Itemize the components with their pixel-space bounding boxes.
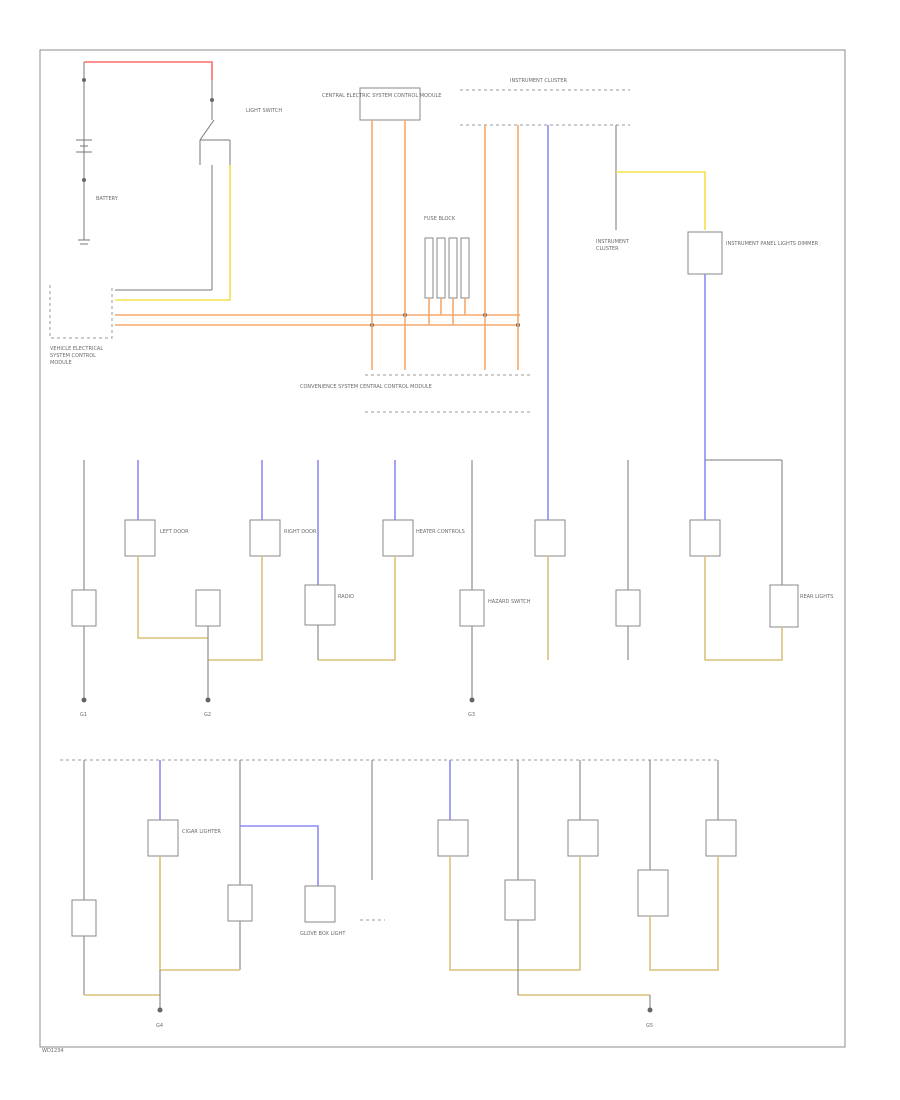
- rear-lights: [769, 584, 799, 628]
- hazard-label: HAZARD SWITCH: [488, 599, 531, 605]
- svg-text:CLUSTER: CLUSTER: [596, 246, 619, 252]
- dimmer-switch: [687, 231, 723, 275]
- svg-text:SYSTEM CONTROL: SYSTEM CONTROL: [50, 353, 96, 359]
- left-door-label: LEFT DOOR: [160, 529, 189, 535]
- light-switch: LIGHT SWITCH: [115, 80, 282, 301]
- cigar-lighter: [147, 819, 179, 857]
- svg-text:MODULE: MODULE: [50, 360, 72, 366]
- ground-g1-label: G1: [80, 712, 87, 718]
- battery-circuit: BATTERY: [76, 61, 213, 245]
- relay-box: [359, 87, 421, 121]
- glove-label: GLOVE BOX LIGHT: [300, 931, 346, 937]
- heater-controls: [382, 519, 414, 557]
- ground-g5: G5: [646, 1007, 653, 1029]
- dimmer-label: INSTRUMENT PANEL LIGHTS DIMMER: [726, 241, 819, 247]
- radio-unit: [304, 584, 336, 626]
- rear-lights-label: REAR LIGHTS: [800, 594, 833, 600]
- left-door-switch: [124, 519, 156, 557]
- right-door-switch: [249, 519, 281, 557]
- cluster-lamp: [534, 519, 566, 557]
- ground-g4-label: G4: [156, 1023, 163, 1029]
- dimmer-lamp: [689, 519, 721, 557]
- front-module-label: CONVENIENCE SYSTEM CENTRAL CONTROL MODUL…: [300, 384, 432, 390]
- cigar-label: CIGAR LIGHTER: [182, 829, 221, 835]
- svg-text:INSTRUMENT: INSTRUMENT: [596, 239, 630, 245]
- wire-red: [84, 61, 213, 80]
- glove-box-light: [304, 885, 336, 923]
- fuse-block: FUSE BLOCK: [424, 216, 470, 325]
- ground-g3: G3: [468, 697, 475, 718]
- ground-g4: G4: [156, 1007, 163, 1029]
- relay-box-label: CENTRAL ELECTRIC SYSTEM CONTROL MODULE: [322, 93, 441, 99]
- instrument-cluster-label: INSTRUMENT CLUSTER: [510, 78, 568, 84]
- ground-g2-label: G2: [204, 712, 211, 718]
- ground-g2: G2: [204, 697, 211, 718]
- ground-g3-label: G3: [468, 712, 475, 718]
- ground-g5-label: G5: [646, 1023, 653, 1029]
- svg-text:VEHICLE ELECTRICAL: VEHICLE ELECTRICAL: [50, 346, 103, 352]
- right-door-label: RIGHT DOOR: [284, 529, 317, 535]
- battery-label: BATTERY: [96, 196, 119, 202]
- fuse-block-label: FUSE BLOCK: [424, 216, 456, 222]
- control-module-box: [49, 285, 113, 339]
- light-switch-label: LIGHT SWITCH: [246, 108, 282, 114]
- radio-label: RADIO: [338, 594, 354, 600]
- diagram-frame: [39, 49, 846, 1048]
- footer-code: WD1234: [42, 1048, 64, 1054]
- ground-g1: G1: [80, 697, 87, 718]
- heater-label: HEATER CONTROLS: [416, 529, 465, 535]
